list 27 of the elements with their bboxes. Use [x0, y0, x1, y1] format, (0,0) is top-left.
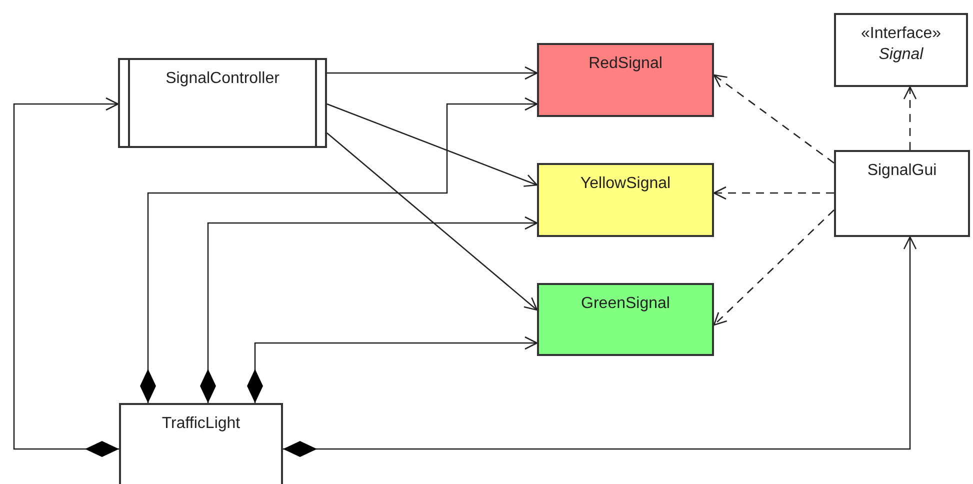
dashed-arrow [713, 74, 834, 164]
arrow [13, 97, 119, 457]
class-box [537, 163, 714, 237]
arrow [283, 236, 917, 457]
class-name: YellowSignal [580, 174, 671, 194]
active-class-box [118, 58, 327, 148]
class-box [834, 150, 970, 237]
dashed-arrow [713, 210, 834, 326]
class-name: GreenSignal [581, 294, 670, 314]
dashed-arrow [903, 86, 917, 150]
arrow [327, 66, 538, 80]
interface-name: Signal [878, 45, 924, 65]
class-name: «Interface» [860, 24, 942, 44]
class-box [119, 403, 283, 484]
class-box [537, 43, 714, 117]
class-name: SignalController [166, 69, 280, 89]
class-name: TrafficLight [162, 414, 240, 434]
arrow [140, 97, 538, 403]
interface-box [834, 13, 968, 87]
dashed-arrow [713, 186, 834, 200]
class-name: SignalGui [867, 161, 937, 181]
class-name: RedSignal [588, 54, 662, 74]
arrow [326, 103, 538, 187]
class-box [537, 283, 714, 356]
arrow [200, 216, 538, 403]
arrow [247, 336, 538, 403]
arrow [326, 132, 538, 311]
